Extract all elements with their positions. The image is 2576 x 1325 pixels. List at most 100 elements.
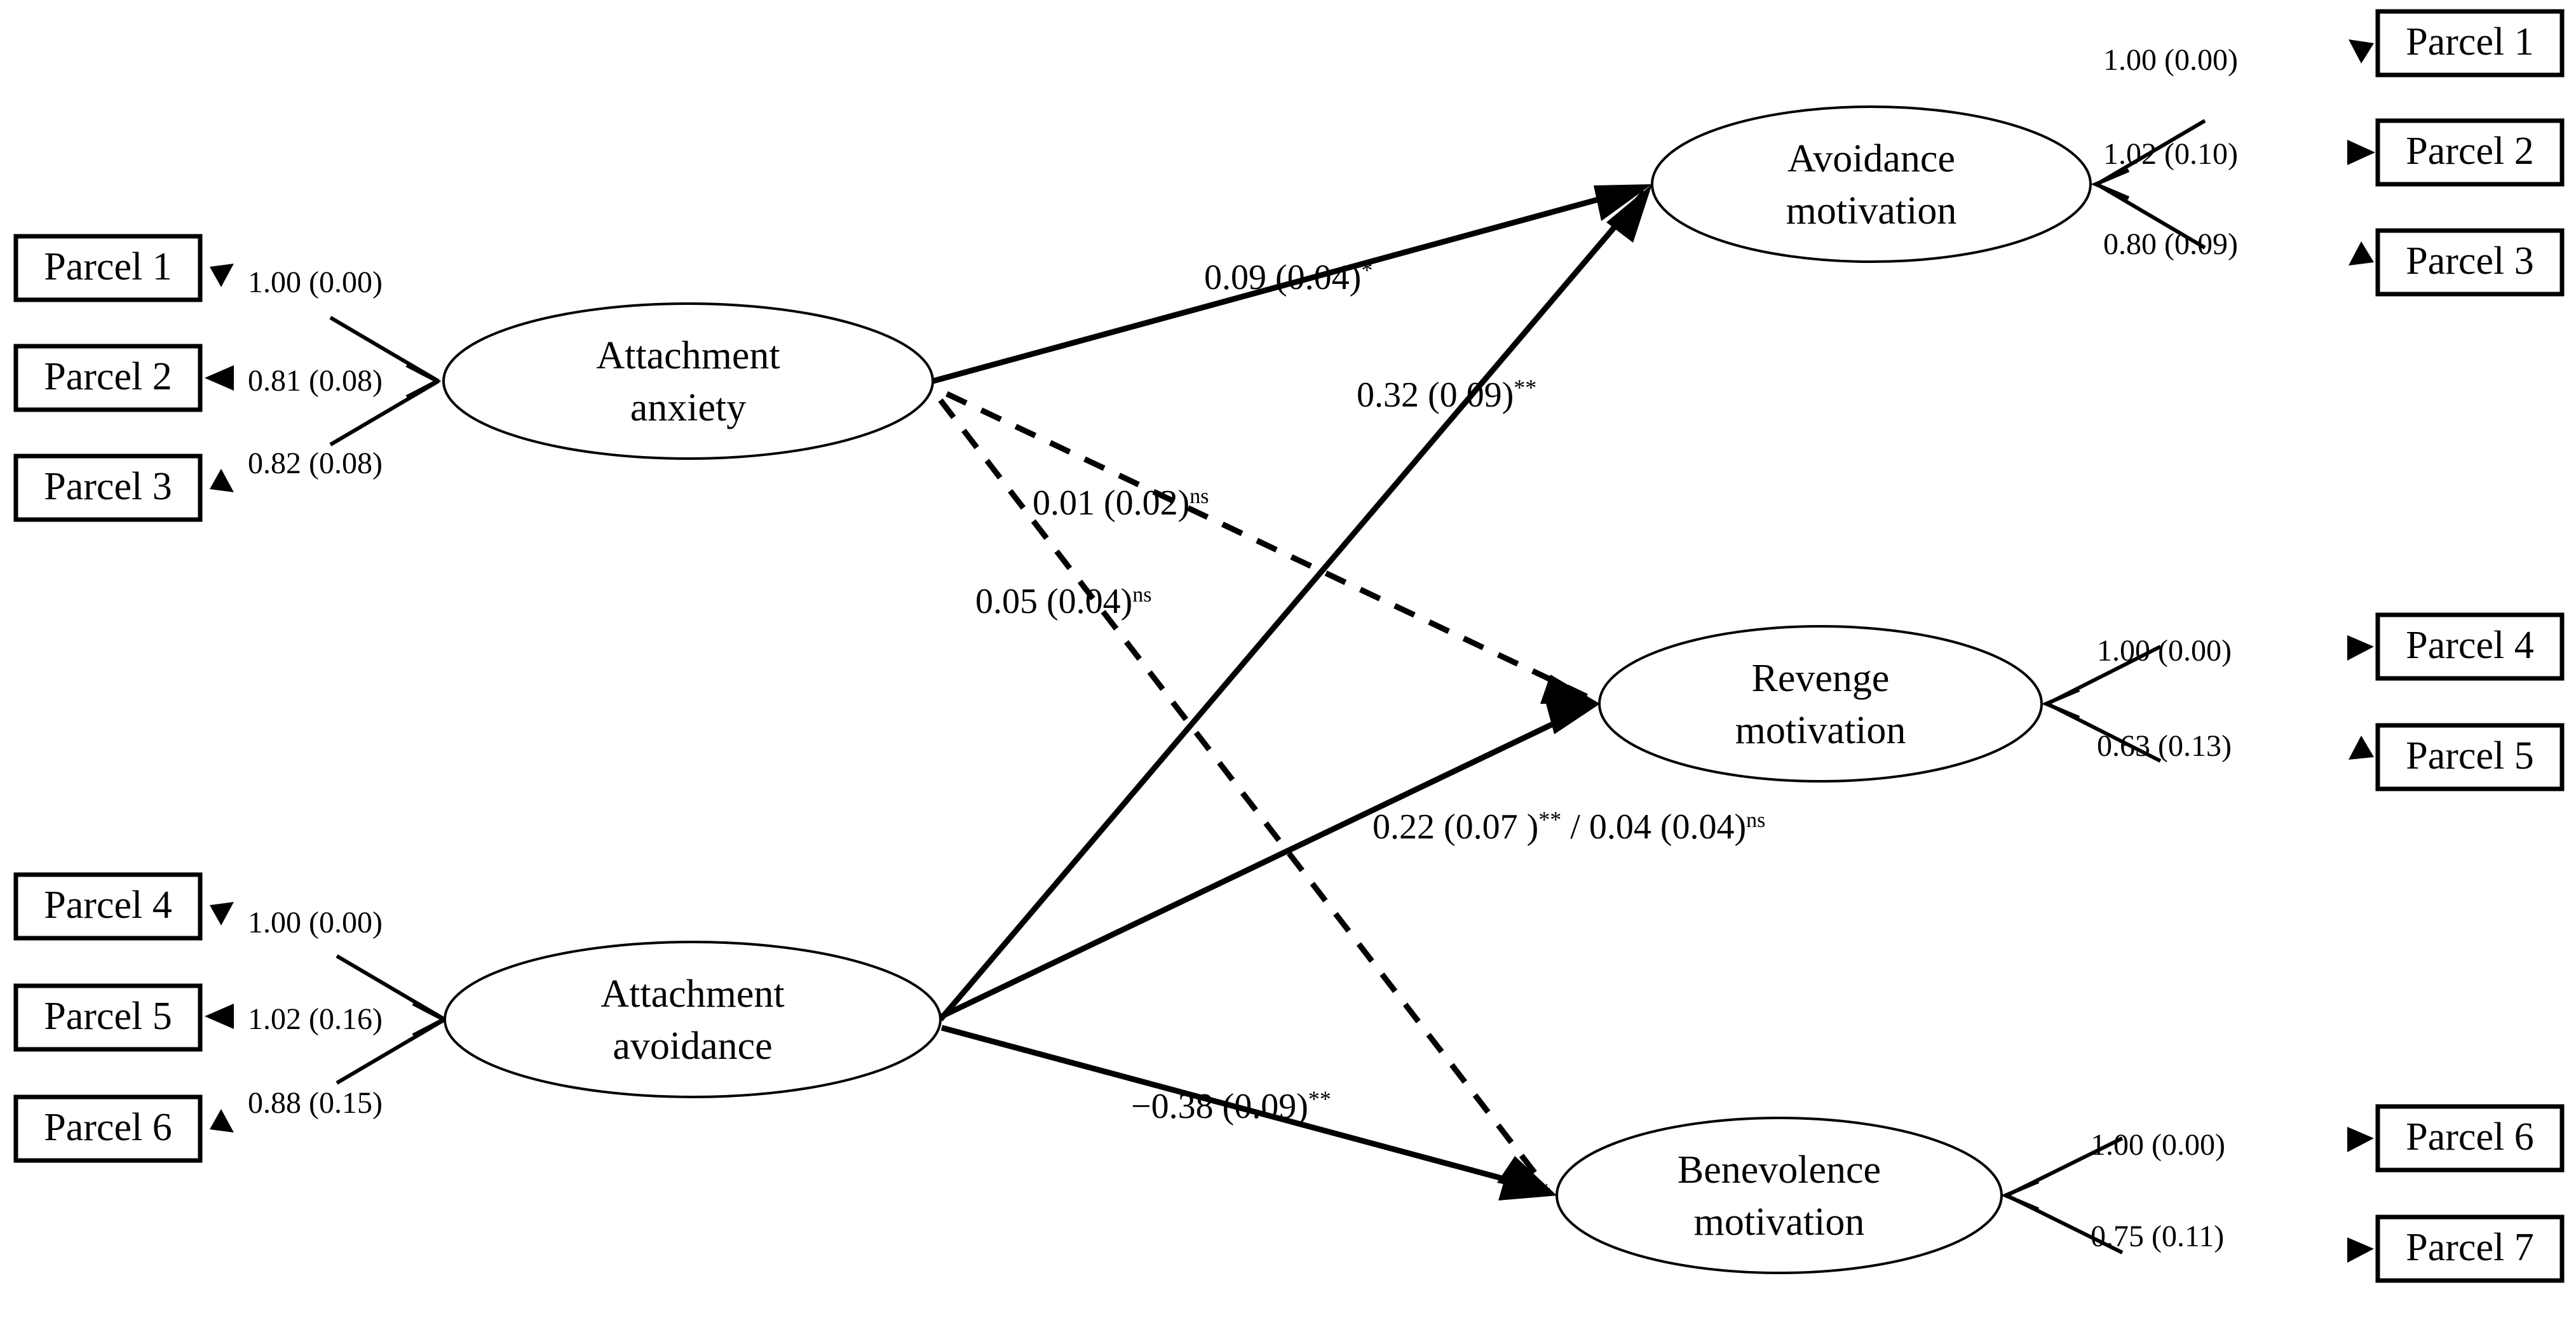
- indicator-box-avoidance-5[interactable]: Parcel 5: [13, 983, 203, 1052]
- loading-label: 1.00 (0.00): [248, 906, 383, 939]
- path-line-anxiety-revenge: [946, 391, 1590, 701]
- latent-node-revenge-motivation[interactable]: Revenge motivation: [1598, 625, 2043, 783]
- latent-ellipse: [442, 302, 934, 460]
- arrowhead-icon: [2347, 140, 2375, 165]
- coef-label-avoid-avoidmot: 0.32 (0.09)**: [1357, 375, 1536, 415]
- arrowhead-icon: [2347, 1237, 2374, 1263]
- latent-label-line1: Revenge: [1752, 657, 1890, 700]
- arrowhead-icon: [2347, 635, 2374, 661]
- parcel-box: [13, 344, 203, 412]
- latent-node-avoidance-motivation[interactable]: Avoidance motivation: [1651, 105, 2092, 263]
- indicator-box-avoidmot-1[interactable]: Parcel 1: [2375, 9, 2565, 77]
- latent-label-line1: Attachment: [596, 334, 780, 377]
- arrowhead-icon: [2349, 39, 2374, 64]
- parcel-box: [2375, 228, 2565, 297]
- loading-label: 0.81 (0.08): [248, 364, 383, 398]
- parcel-box-label: Parcel 5: [2406, 734, 2533, 777]
- coef-label-avoid-revenge: 0.22 (0.07 )** / 0.04 (0.04)ns: [1373, 807, 1765, 847]
- indicator-group-avoidance: Parcel 4 Parcel 5 Parcel 6 1.00 (0.00) 1…: [13, 872, 448, 1163]
- latent-ellipse: [1598, 625, 2043, 783]
- parcel-box-label: Parcel 2: [2406, 130, 2533, 173]
- latent-label-line2: motivation: [1786, 189, 1957, 232]
- arrowhead-icon: [2041, 688, 2080, 720]
- loading-label: 0.63 (0.13): [2097, 729, 2232, 763]
- latent-node-attachment-avoidance[interactable]: Attachment avoidance: [444, 941, 942, 1098]
- latent-ellipse: [444, 941, 942, 1098]
- loading-line: [2096, 182, 2206, 250]
- coef-label-anxiety-revenge: 0.01 (0.02)ns: [1033, 483, 1209, 523]
- arrowhead-icon: [2349, 736, 2374, 760]
- arrowhead-icon: [210, 1109, 234, 1133]
- coefficient-label-group: 0.09 (0.04)* 0.32 (0.09)** 0.01 (0.02)ns…: [975, 257, 1765, 1126]
- arrowhead-icon: [2091, 168, 2130, 200]
- loading-label: 1.00 (0.00): [248, 266, 383, 299]
- path-line-avoid-avoidmot: [938, 190, 1647, 1021]
- indicator-box-benevolence-7[interactable]: Parcel 7: [2375, 1214, 2565, 1283]
- latent-node-attachment-anxiety[interactable]: Attachment anxiety: [442, 302, 934, 460]
- latent-ellipse: [1651, 105, 2092, 263]
- parcel-box: [2375, 1104, 2565, 1173]
- parcel-box: [2375, 723, 2565, 791]
- parcel-box-label: Parcel 3: [44, 465, 172, 508]
- indicator-group-revenge-motivation: Parcel 4 Parcel 5 1.00 (0.00) 0.63 (0.13…: [2041, 612, 2565, 791]
- latent-label-line1: Attachment: [600, 972, 784, 1016]
- arrowhead-icon: [2347, 1127, 2374, 1152]
- parcel-box-label: Parcel 1: [44, 245, 172, 288]
- indicator-box-avoidmot-3[interactable]: Parcel 3: [2375, 228, 2565, 297]
- arrowhead-icon: [1545, 701, 1600, 734]
- parcel-box-label: Parcel 6: [2406, 1115, 2533, 1159]
- parcel-box-label: Parcel 6: [44, 1106, 172, 1149]
- latent-label-line1: Benevolence: [1678, 1148, 1881, 1192]
- loading-label: 0.80 (0.09): [2103, 227, 2238, 261]
- indicator-box-avoidance-6[interactable]: Parcel 6: [13, 1094, 203, 1163]
- latent-label-line2: motivation: [1694, 1201, 1865, 1244]
- parcel-box: [13, 234, 203, 302]
- indicator-box-avoidmot-2[interactable]: Parcel 2: [2375, 118, 2565, 187]
- parcel-box-label: Parcel 4: [44, 884, 172, 927]
- parcel-box: [13, 872, 203, 941]
- arrowhead-icon: [1594, 184, 1652, 221]
- indicator-group-benevolence-motivation: Parcel 6 Parcel 7 1.00 (0.00) 0.75 (0.11…: [2000, 1104, 2565, 1283]
- indicator-box-anxiety-3[interactable]: Parcel 3: [13, 454, 203, 522]
- arrowhead-icon: [205, 1004, 234, 1029]
- latent-label-line2: avoidance: [613, 1025, 772, 1068]
- arrowhead-icon: [1498, 1170, 1558, 1201]
- latent-ellipse: [1556, 1117, 2003, 1274]
- loading-label: 1.02 (0.16): [248, 1002, 383, 1036]
- latent-label-line1: Avoidance: [1787, 137, 1955, 180]
- indicator-box-revenge-4[interactable]: Parcel 4: [2375, 612, 2565, 681]
- arrowhead-icon: [2349, 241, 2374, 266]
- coef-label-anxiety-avoidmot: 0.09 (0.04)*: [1204, 257, 1373, 297]
- indicator-box-benevolence-6[interactable]: Parcel 6: [2375, 1104, 2565, 1173]
- latent-node-benevolence-motivation[interactable]: Benevolence motivation: [1556, 1117, 2003, 1274]
- loading-label: 1.02 (0.10): [2103, 137, 2238, 171]
- arrowhead-icon: [1540, 675, 1600, 704]
- parcel-box-label: Parcel 4: [2406, 624, 2533, 667]
- indicator-box-revenge-5[interactable]: Parcel 5: [2375, 723, 2565, 791]
- loading-line: [2096, 119, 2206, 186]
- loading-label: 1.00 (0.00): [2097, 634, 2232, 668]
- indicator-box-anxiety-1[interactable]: Parcel 1: [13, 234, 203, 302]
- indicator-box-anxiety-2[interactable]: Parcel 2: [13, 344, 203, 412]
- parcel-box-label: Parcel 5: [44, 995, 172, 1038]
- indicator-group-avoidance-motivation: Parcel 1 Parcel 2 Parcel 3 1.00 (0.00) 1…: [2091, 9, 2565, 297]
- parcel-box: [13, 454, 203, 522]
- indicator-box-avoidance-4[interactable]: Parcel 4: [13, 872, 203, 941]
- loading-label: 0.88 (0.15): [248, 1086, 383, 1120]
- indicator-group-anxiety: Parcel 1 Parcel 2 Parcel 3 1.00 (0.00) 0…: [13, 234, 442, 522]
- latent-label-line2: motivation: [1735, 709, 1906, 752]
- parcel-box-label: Parcel 7: [2406, 1226, 2533, 1269]
- arrowhead-icon: [1606, 184, 1652, 243]
- parcel-box-label: Parcel 2: [44, 355, 172, 398]
- coef-label-avoid-benevolence: −0.38 (0.09)**: [1131, 1086, 1331, 1126]
- coef-label-anxiety-benevolence: 0.05 (0.04)ns: [975, 582, 1152, 621]
- structural-path-group: [932, 184, 1652, 1201]
- arrowhead-icon: [205, 365, 234, 391]
- parcel-box: [2375, 1214, 2565, 1283]
- path-line-anxiety-benevolence: [938, 398, 1548, 1188]
- arrowhead-icon: [210, 264, 234, 287]
- parcel-box: [13, 1094, 203, 1163]
- latent-label-line2: anxiety: [630, 386, 747, 429]
